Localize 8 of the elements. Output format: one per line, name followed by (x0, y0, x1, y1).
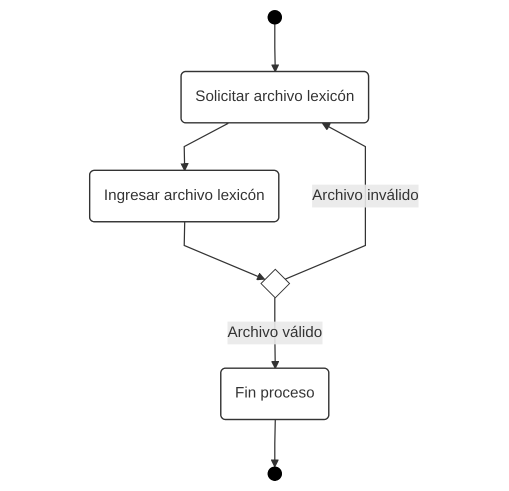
arrow (270, 420, 280, 468)
arrow (184, 222, 266, 280)
edge-label: Archivo inválido (312, 187, 420, 204)
arrow (180, 122, 229, 172)
edge-label: Archivo válido (228, 324, 323, 341)
arrow (271, 24, 280, 72)
node-diamond (260, 268, 291, 298)
arrow (284, 122, 366, 280)
